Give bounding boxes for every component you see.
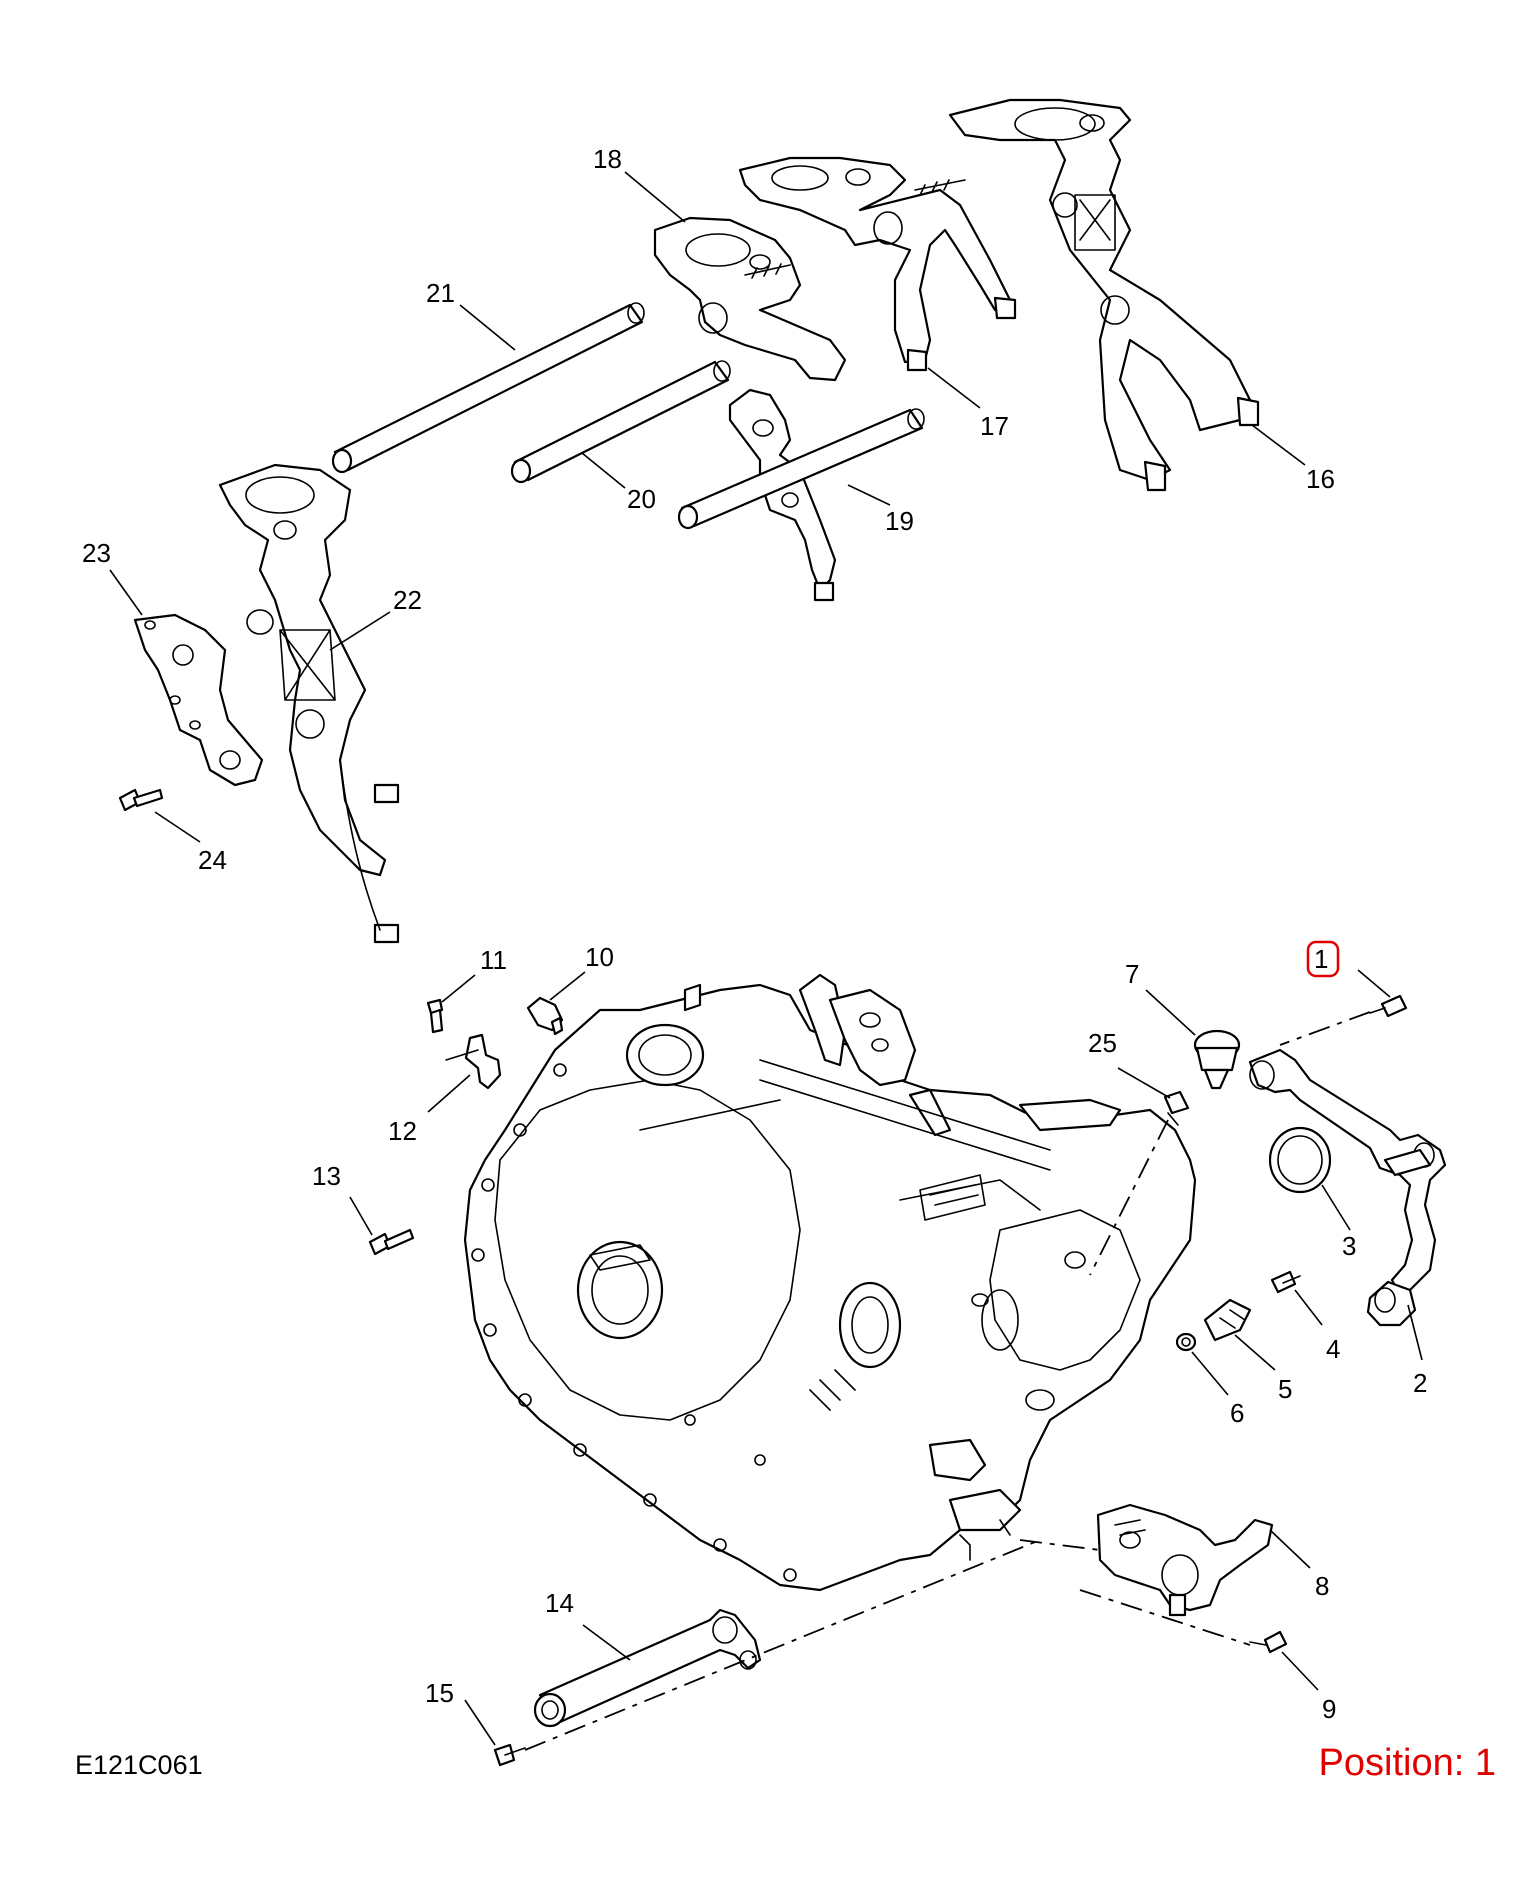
callout-labels: 1 2 3 4 5 6 7 8 9 10 11 12 13 14 15 16 1… <box>82 144 1427 1724</box>
bolt-1[interactable] <box>1369 994 1408 1018</box>
sensor-5[interactable] <box>1203 1298 1252 1342</box>
assembly-center-lines <box>524 1011 1371 1751</box>
shift-fork-17[interactable] <box>738 156 1017 372</box>
position-highlight-box <box>1306 940 1340 978</box>
interlock-plate-23[interactable] <box>133 613 264 787</box>
callout-3[interactable]: 3 <box>1342 1231 1356 1261</box>
callout-13[interactable]: 13 <box>312 1161 341 1191</box>
callout-9[interactable]: 9 <box>1322 1694 1336 1724</box>
callout-18[interactable]: 18 <box>593 144 622 174</box>
callout-17[interactable]: 17 <box>980 411 1009 441</box>
callout-19[interactable]: 19 <box>885 506 914 536</box>
callout-20[interactable]: 20 <box>627 484 656 514</box>
callout-1[interactable]: 1 <box>1314 944 1328 974</box>
actuator-fitting-8[interactable] <box>1096 1503 1274 1617</box>
hose-assembly-2[interactable] <box>1248 1048 1447 1327</box>
callout-11[interactable]: 11 <box>480 945 507 975</box>
drawing-code: E121C061 <box>75 1750 203 1780</box>
seal-ring-3[interactable] <box>1268 1126 1332 1194</box>
pin-11[interactable] <box>426 998 444 1034</box>
position-value: 1 <box>1474 1742 1496 1784</box>
shift-fork-18[interactable] <box>653 216 847 382</box>
callout-12[interactable]: 12 <box>388 1116 417 1146</box>
callout-5[interactable]: 5 <box>1278 1374 1292 1404</box>
plug-10[interactable] <box>526 996 564 1036</box>
bolt-15[interactable] <box>493 1743 526 1767</box>
callout-24[interactable]: 24 <box>198 845 227 875</box>
position-prefix: Position: <box>1318 1742 1465 1784</box>
transmission-case[interactable] <box>463 973 1197 1592</box>
shift-rail-20[interactable] <box>510 360 731 484</box>
bolt-24[interactable] <box>118 788 164 812</box>
bolt-9[interactable] <box>1249 1630 1288 1654</box>
bolt-4[interactable] <box>1270 1270 1301 1294</box>
callout-25[interactable]: 25 <box>1088 1028 1117 1058</box>
position-indicator: Position: 1 <box>1319 1742 1496 1785</box>
leader-lines <box>109 171 1423 1746</box>
callout-10[interactable]: 10 <box>585 942 614 972</box>
shift-fork-16[interactable] <box>948 98 1260 492</box>
callout-16[interactable]: 16 <box>1306 464 1335 494</box>
shift-fork-19[interactable] <box>677 388 925 602</box>
callout-2[interactable]: 2 <box>1413 1368 1427 1398</box>
plug-25[interactable] <box>1163 1090 1190 1126</box>
shift-rail-21[interactable] <box>331 302 645 474</box>
callout-6[interactable]: 6 <box>1230 1398 1244 1428</box>
selector-shaft-14[interactable] <box>533 1608 762 1728</box>
shift-fork-22[interactable] <box>218 463 400 944</box>
callout-23[interactable]: 23 <box>82 538 111 568</box>
o-ring-6[interactable] <box>1175 1332 1197 1352</box>
callout-4[interactable]: 4 <box>1326 1334 1340 1364</box>
bolt-13[interactable] <box>368 1228 415 1256</box>
callout-15[interactable]: 15 <box>425 1678 454 1708</box>
plug-7[interactable] <box>1193 1029 1241 1090</box>
callout-21[interactable]: 21 <box>426 278 455 308</box>
callout-8[interactable]: 8 <box>1315 1571 1329 1601</box>
callout-14[interactable]: 14 <box>545 1588 574 1618</box>
callout-7[interactable]: 7 <box>1125 959 1139 989</box>
bracket-12[interactable] <box>445 1033 502 1090</box>
callout-22[interactable]: 22 <box>393 585 422 615</box>
